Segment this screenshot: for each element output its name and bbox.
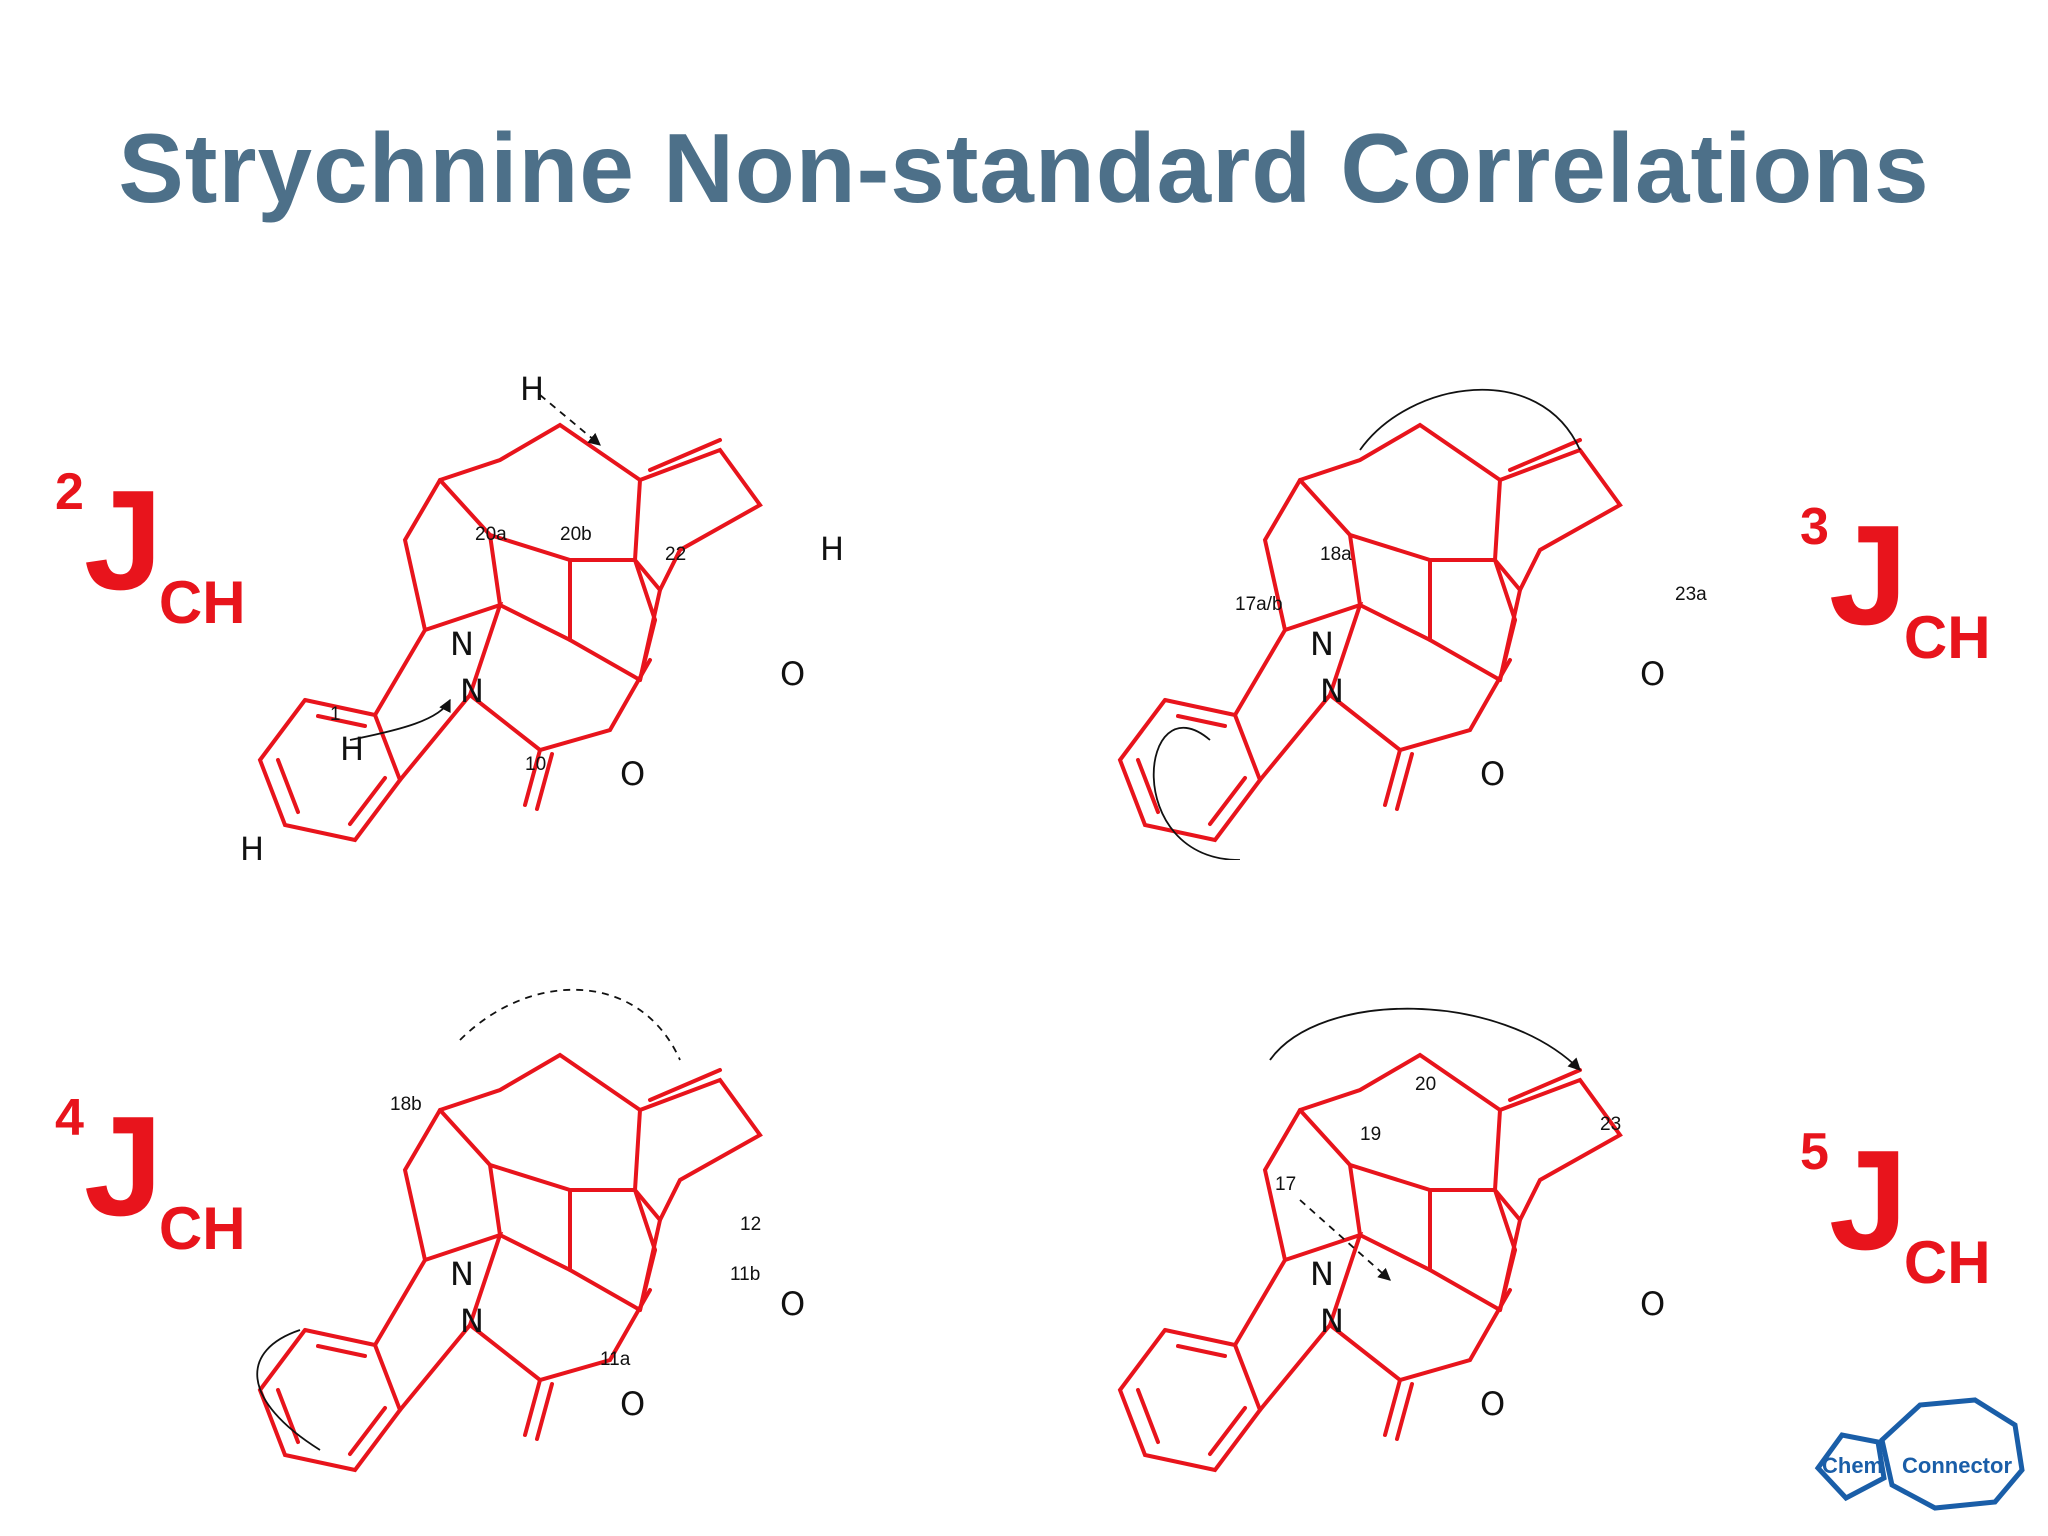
correlation-arc (1359, 389, 1581, 451)
num-20b: 20b (560, 524, 592, 545)
atom-h1: H (340, 730, 364, 768)
coupling-label-3jch: 3JCH (1800, 501, 1991, 668)
atom-n9: N (1320, 672, 1344, 710)
chemconnector-logo: Chem Connector (1814, 1397, 2025, 1511)
atom-o-ether: O (780, 655, 805, 693)
structure-3jch: N N O O 18a 17a/b 23a (1118, 389, 1707, 860)
num-22: 22 (665, 544, 686, 565)
coupling-label-4jch: 4JCH (55, 1092, 246, 1259)
num-19: 19 (1360, 1124, 1381, 1145)
coupling-order: 5 (1800, 1123, 1829, 1181)
structure-4jch: N N O O 18b 12 11b 11a (256, 989, 805, 1472)
num-10: 10 (525, 754, 546, 775)
coupling-order: 3 (1800, 498, 1829, 556)
num-23a: 23a (1675, 584, 1707, 605)
num-17ab: 17a/b (1235, 594, 1283, 615)
num-20: 20 (1415, 1074, 1436, 1095)
slide-title: Strychnine Non-standard Correlations (118, 113, 1930, 223)
correlation-arrow (349, 698, 451, 741)
coupling-order: 4 (55, 1089, 84, 1147)
atom-o10: O (620, 1385, 645, 1423)
coupling-j: J (1828, 496, 1908, 655)
num-23: 23 (1600, 1114, 1621, 1135)
structure-5jch: N N O O 17 19 20 23 (1118, 1007, 1665, 1472)
num-1: 1 (330, 704, 341, 725)
num-17: 17 (1275, 1174, 1296, 1195)
logo-connector-text: Connector (1902, 1453, 2012, 1478)
coupling-j: J (83, 461, 163, 620)
coupling-label-5jch: 5JCH (1800, 1126, 1991, 1293)
atom-o-ether: O (1640, 655, 1665, 693)
num-11b: 11b (730, 1264, 760, 1285)
atom-o-ether: O (1640, 1285, 1665, 1323)
num-18b: 18b (390, 1094, 422, 1115)
coupling-label-2jch: 2JCH (55, 466, 246, 633)
correlation-arrow-dashed (539, 394, 601, 446)
num-20a: 20a (475, 524, 507, 545)
atom-o-ether: O (780, 1285, 805, 1323)
atom-n9: N (1320, 1302, 1344, 1340)
atom-h2: H (240, 830, 264, 860)
num-12: 12 (740, 1214, 761, 1235)
atom-n19: N (450, 625, 474, 663)
atom-o10: O (1480, 1385, 1505, 1423)
atom-n9: N (460, 1302, 484, 1340)
coupling-nucleus: CH (1903, 1229, 1991, 1296)
coupling-j: J (1828, 1121, 1908, 1280)
logo-chem-text: Chem (1822, 1453, 1883, 1478)
atom-n19: N (1310, 1255, 1334, 1293)
correlation-arc-dashed (459, 989, 681, 1061)
atom-n19: N (450, 1255, 474, 1293)
coupling-nucleus: CH (1903, 604, 1991, 671)
coupling-j: J (83, 1087, 163, 1246)
num-11a: 11a (600, 1349, 631, 1370)
atom-n19: N (1310, 625, 1334, 663)
atom-h20a: H (520, 370, 544, 408)
structure-2jch: N N O O H H H H 1 20a 20b 22 10 (240, 370, 844, 860)
coupling-nucleus: CH (158, 569, 246, 636)
correlation-arc (1269, 1007, 1581, 1071)
num-18a: 18a (1320, 544, 1352, 565)
atom-o10: O (1480, 755, 1505, 793)
coupling-order: 2 (55, 463, 84, 521)
atom-n9: N (460, 672, 484, 710)
correlation-arc (256, 1329, 321, 1451)
correlation-arc (1152, 726, 1241, 860)
atom-o10: O (620, 755, 645, 793)
atom-h22: H (820, 530, 844, 568)
coupling-nucleus: CH (158, 1195, 246, 1262)
